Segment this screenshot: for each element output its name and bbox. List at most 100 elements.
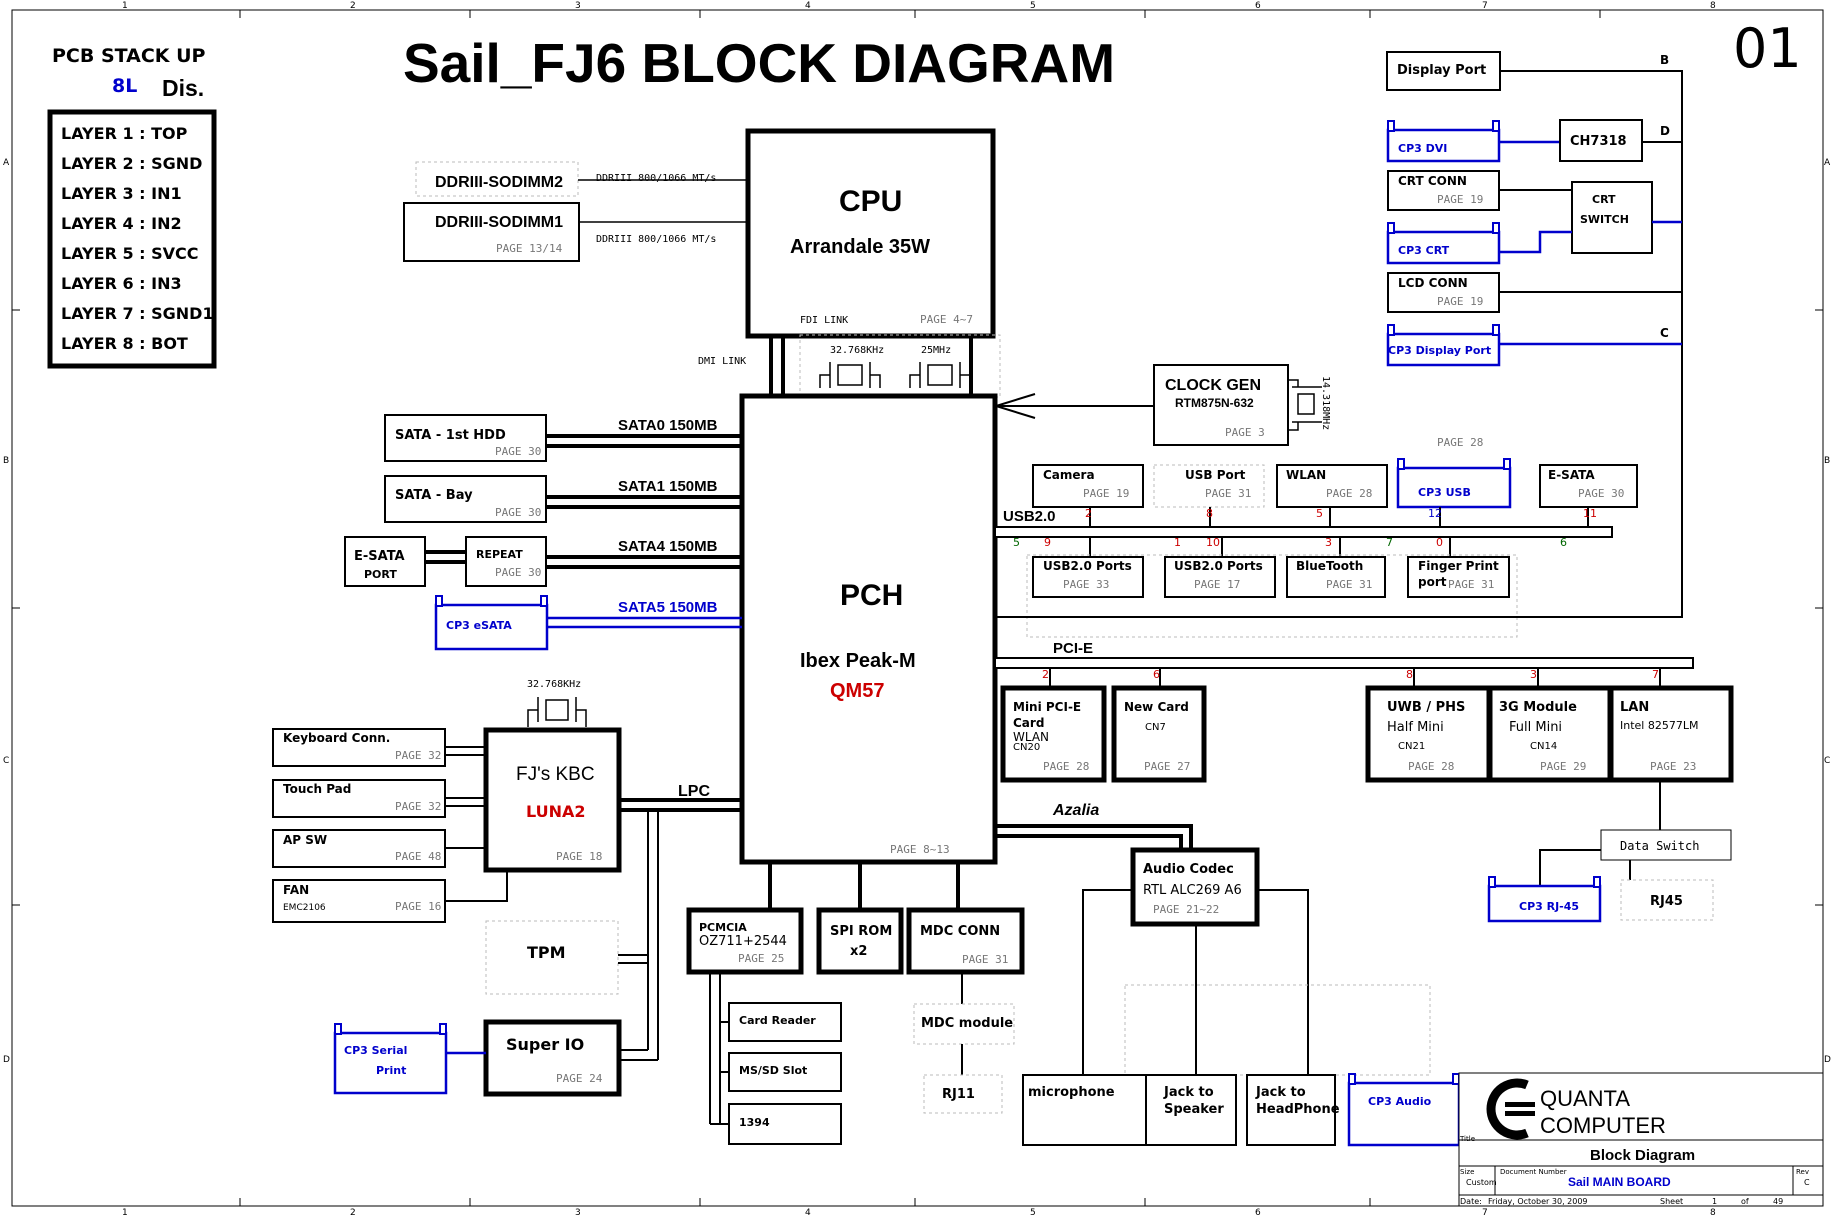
lpc-label: LPC	[678, 783, 710, 800]
cp3-dvi-label: CP3 DVI	[1398, 142, 1447, 155]
layer-item: LAYER 6 : IN3	[61, 274, 182, 293]
fan-box	[272, 879, 446, 923]
col-label: 8	[1710, 1208, 1716, 1216]
stackup-table	[47, 109, 217, 369]
border-ticks	[12, 10, 1823, 1206]
col-label: 6	[1255, 1208, 1261, 1216]
wlan-label: WLAN	[1286, 468, 1326, 482]
row-label: C	[1824, 756, 1830, 766]
sata-bay-box	[384, 475, 547, 523]
uwb-page: PAGE 28	[1408, 760, 1454, 773]
ddr-speed-label: DDRIII 800/1066 MT/s	[596, 234, 716, 245]
azalia-label: Azalia	[1052, 802, 1099, 819]
col-label: 8	[1710, 1, 1716, 11]
pch-bottom-links	[768, 862, 960, 910]
camera-page: PAGE 19	[1083, 487, 1129, 500]
kbc-links	[445, 746, 508, 902]
lcd-conn-page: PAGE 19	[1437, 295, 1483, 308]
sata-hdd-label: SATA - 1st HDD	[395, 428, 506, 443]
layer-item: LAYER 4 : IN2	[61, 214, 182, 233]
g3-label: 3G Module	[1499, 700, 1577, 715]
minipci-label: Mini PCI-E	[1013, 700, 1081, 714]
audio-codec-part: RTL ALC269 A6	[1143, 883, 1242, 898]
usb-bus	[994, 526, 1613, 538]
cp3-dvi-box	[1386, 128, 1501, 163]
finger-print-label: Finger Print	[1418, 559, 1499, 573]
col-label: 4	[805, 1208, 811, 1216]
clock-gen-box	[1153, 364, 1289, 446]
lan-page: PAGE 23	[1650, 760, 1696, 773]
spirom-box	[816, 907, 904, 975]
crt-switch-label: CRT	[1592, 193, 1616, 206]
doc-field-label: Document Number	[1500, 1168, 1567, 1176]
cp3-usb-box	[1396, 466, 1512, 509]
wlan-page: PAGE 28	[1326, 487, 1372, 500]
row-label: B	[3, 456, 9, 466]
cp3-audio-box	[1347, 1081, 1461, 1147]
uwb-box	[1365, 685, 1492, 783]
headphone-box	[1246, 1074, 1336, 1146]
ddr-speed-label: DDRIII 800/1066 MT/s	[596, 173, 716, 184]
finger-print-sub: port	[1418, 575, 1447, 589]
usb-page28: PAGE 28	[1437, 436, 1483, 449]
col-label: 2	[350, 1, 356, 11]
col-label: 5	[1030, 1, 1036, 11]
usb-port-numbers-green: 5 7 6	[1013, 536, 1567, 549]
pcie-bus-label: PCI-E	[1053, 640, 1093, 657]
mdc-module-label: MDC module	[921, 1016, 1013, 1031]
usb-num: 9	[1044, 536, 1051, 549]
usb-num: 1	[1174, 536, 1181, 549]
ch7318-box	[1559, 119, 1643, 162]
pch-model: Ibex Peak-M	[800, 650, 916, 672]
row-label: C	[3, 756, 9, 766]
usb-num: 11	[1583, 507, 1597, 520]
ieee1394-box	[728, 1103, 842, 1145]
pcmcia-page: PAGE 25	[738, 952, 784, 965]
g3-cn: CN14	[1530, 741, 1557, 752]
display-port-box	[1386, 51, 1501, 91]
cp3-serial-label: CP3 Serial	[344, 1044, 407, 1057]
newcard-cn: CN7	[1145, 722, 1166, 733]
dmi-link-label: DMI LINK	[698, 356, 746, 367]
touchpad-page: PAGE 32	[395, 800, 441, 813]
quanta-logo-icon	[1486, 1078, 1535, 1140]
layer-item: LAYER 1 : TOP	[61, 124, 188, 143]
usb-ports-17-box	[1164, 556, 1276, 598]
usb-num: 8	[1206, 507, 1213, 520]
minipci-wlan: WLAN	[1013, 730, 1049, 744]
cp3-rj45-label: CP3 RJ-45	[1519, 900, 1579, 913]
minipci-page: PAGE 28	[1043, 760, 1089, 773]
cp3-dp-label: CP3 Display Port	[1388, 344, 1491, 357]
kbc-part: LUNA2	[526, 802, 586, 821]
cp3-audio-label: CP3 Audio	[1368, 1095, 1432, 1108]
layer-item: LAYER 3 : IN1	[61, 184, 182, 203]
cpu-page: PAGE 4~7	[920, 313, 973, 326]
col-label: 2	[350, 1208, 356, 1216]
col-label: 6	[1255, 1, 1261, 11]
wlan-box	[1276, 464, 1388, 508]
uwb-cn: CN21	[1398, 741, 1425, 752]
newcard-box	[1111, 685, 1207, 783]
cpu-model: Arrandale 35W	[790, 236, 930, 258]
mdc-box	[906, 907, 1025, 975]
sata-bay-page: PAGE 30	[495, 506, 541, 519]
usb-num: 12	[1428, 507, 1442, 520]
title-field-value: Block Diagram	[1590, 1147, 1695, 1164]
crystal-icon	[819, 362, 971, 388]
repeat-page: PAGE 30	[495, 566, 541, 579]
lan-box	[1608, 685, 1734, 783]
cpu-title: CPU	[839, 185, 902, 218]
cp3-esata-label: CP3 eSATA	[446, 619, 512, 632]
col-label: 3	[575, 1208, 581, 1216]
size-field-label: Size	[1460, 1168, 1474, 1176]
usb-port-page: PAGE 31	[1205, 487, 1251, 500]
esata-port-sub: PORT	[364, 568, 397, 581]
mux-c-label: C	[1660, 326, 1669, 340]
cp3-usb-label: CP3 USB	[1418, 486, 1471, 499]
usb-port-label: USB Port	[1185, 468, 1246, 482]
esata-usb-page: PAGE 30	[1578, 487, 1624, 500]
sheet-of-label: of	[1741, 1197, 1749, 1206]
usb-num: 5	[1013, 536, 1020, 549]
finger-print-page: PAGE 31	[1448, 578, 1494, 591]
